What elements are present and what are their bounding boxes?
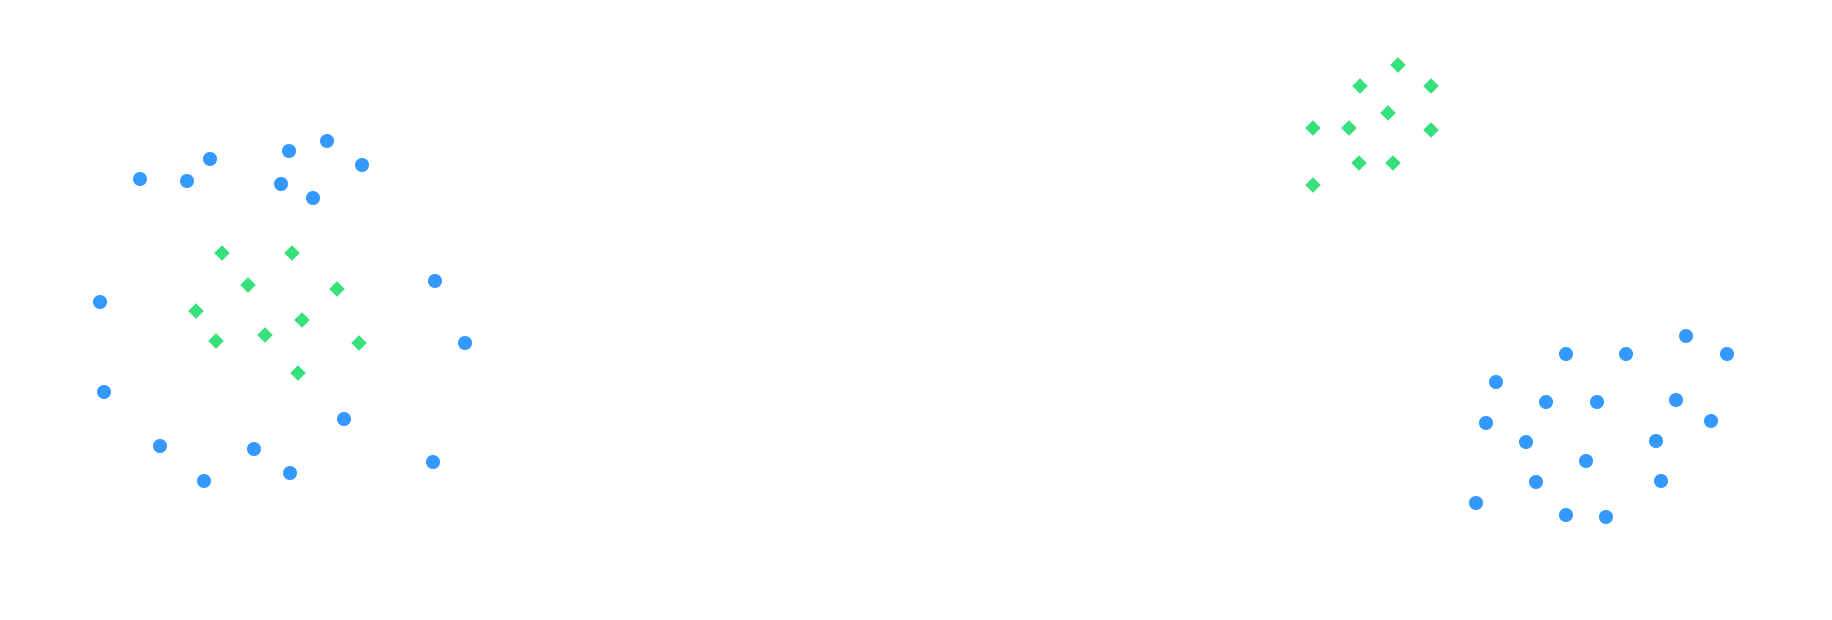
diamond-marker: [1352, 78, 1368, 94]
diamond-marker: [294, 312, 310, 328]
diamond-marker: [1305, 177, 1321, 193]
diamond-marker: [329, 281, 345, 297]
circle-marker: [1599, 510, 1613, 524]
circle-marker: [428, 274, 442, 288]
circle-marker: [274, 177, 288, 191]
circle-marker: [1679, 329, 1693, 343]
circle-marker: [458, 336, 472, 350]
diamond-marker: [240, 277, 256, 293]
circle-marker: [93, 295, 107, 309]
circle-marker: [247, 442, 261, 456]
diamond-marker: [1341, 120, 1357, 136]
left-diamonds-group: [188, 245, 367, 381]
circle-marker: [1704, 414, 1718, 428]
circle-marker: [1559, 347, 1573, 361]
circle-marker: [282, 144, 296, 158]
circle-marker: [1539, 395, 1553, 409]
circle-marker: [1669, 393, 1683, 407]
circle-marker: [1649, 434, 1663, 448]
diamond-marker: [1390, 57, 1406, 73]
diamond-marker: [1380, 105, 1396, 121]
diamond-marker: [1305, 120, 1321, 136]
circle-marker: [153, 439, 167, 453]
circle-marker: [1579, 454, 1593, 468]
circle-marker: [133, 172, 147, 186]
circle-marker: [1590, 395, 1604, 409]
diamond-marker: [1423, 78, 1439, 94]
circle-marker: [203, 152, 217, 166]
diamond-marker: [290, 365, 306, 381]
circle-marker: [337, 412, 351, 426]
circle-marker: [306, 191, 320, 205]
diamond-marker: [1385, 155, 1401, 171]
diamond-marker: [214, 245, 230, 261]
circle-marker: [1559, 508, 1573, 522]
diamond-marker: [1351, 155, 1367, 171]
circle-marker: [1529, 475, 1543, 489]
circle-marker: [426, 455, 440, 469]
left-circles-group: [93, 134, 472, 488]
circle-marker: [355, 158, 369, 172]
circle-marker: [1489, 375, 1503, 389]
diamond-marker: [1423, 122, 1439, 138]
diamond-marker: [284, 245, 300, 261]
diamond-marker: [208, 333, 224, 349]
circle-marker: [97, 385, 111, 399]
circle-marker: [1479, 416, 1493, 430]
circle-marker: [197, 474, 211, 488]
right-diamonds-group: [1305, 57, 1439, 193]
diamond-marker: [351, 335, 367, 351]
circle-marker: [283, 466, 297, 480]
circle-marker: [1654, 474, 1668, 488]
circle-marker: [1469, 496, 1483, 510]
circle-marker: [1519, 435, 1533, 449]
diamond-marker: [257, 327, 273, 343]
circle-marker: [1619, 347, 1633, 361]
circle-marker: [180, 174, 194, 188]
right-circles-group: [1469, 329, 1734, 524]
circle-marker: [320, 134, 334, 148]
diamond-marker: [188, 303, 204, 319]
circle-marker: [1720, 347, 1734, 361]
